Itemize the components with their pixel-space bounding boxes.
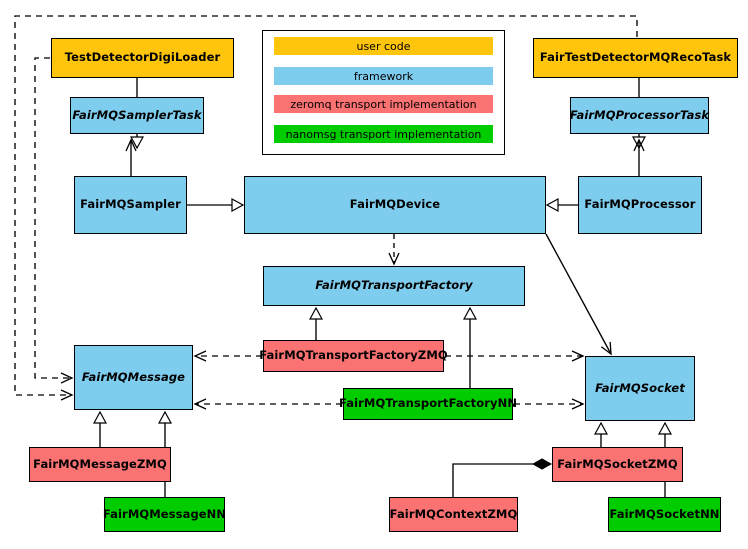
class-label: FairMQSocketZMQ — [557, 456, 678, 471]
class-node-fairmqtransportfactoryzmq[interactable]: FairMQTransportFactoryZMQ — [259, 340, 448, 372]
class-label: FairMQMessage — [81, 369, 186, 384]
edge-digiloader-message — [34, 57, 74, 384]
legend-label-nanomsg: nanomsg transport implementation — [285, 127, 482, 141]
legend-item-nanomsg: nanomsg transport implementation — [274, 125, 493, 143]
class-node-fairmqsocket[interactable]: FairMQSocket — [585, 356, 695, 421]
class-label: FairMQContextZMQ — [389, 506, 518, 521]
class-node-fairmqdevice[interactable]: FairMQDevice — [244, 176, 546, 234]
legend-label-user-code: user code — [356, 39, 411, 53]
class-label: FairMQMessageZMQ — [33, 456, 167, 471]
class-node-fairmqprocessortask[interactable]: FairMQProcessorTask — [570, 97, 709, 134]
class-node-fairmqmessagezmq[interactable]: FairMQMessageZMQ — [29, 447, 171, 482]
class-label: FairMQTransportFactoryNN — [338, 396, 518, 411]
class-node-fairmqsampler[interactable]: FairMQSampler — [74, 176, 187, 234]
edge-recotask-message — [14, 15, 638, 401]
class-node-fairmqmessage[interactable]: FairMQMessage — [74, 345, 193, 410]
class-label: TestDetectorDigiLoader — [64, 50, 221, 65]
class-node-fairmqprocessor[interactable]: FairMQProcessor — [578, 176, 702, 234]
class-node-fairmqcontextzmq[interactable]: FairMQContextZMQ — [389, 497, 518, 532]
class-label: FairMQSocket — [595, 380, 685, 395]
class-label: FairMQSamplerTask — [72, 107, 202, 122]
class-label: FairMQTransportFactory — [315, 278, 473, 293]
class-label: FairMQMessageNN — [102, 506, 227, 521]
class-node-fairmqsocketzmq[interactable]: FairMQSocketZMQ — [552, 447, 683, 482]
class-label: FairMQProcessorTask — [569, 107, 710, 122]
legend-item-user-code: user code — [274, 37, 493, 55]
class-label: FairMQProcessor — [584, 197, 696, 212]
class-label: FairMQSampler — [80, 197, 181, 212]
class-label: FairMQDevice — [349, 197, 441, 212]
legend-label-zeromq: zeromq transport implementation — [290, 97, 477, 111]
class-label: FairMQSocketNN — [609, 506, 720, 521]
legend-item-zeromq: zeromq transport implementation — [274, 95, 493, 113]
class-node-fairmqtransportfactory[interactable]: FairMQTransportFactory — [263, 266, 525, 306]
class-node-fairmqmessagenn[interactable]: FairMQMessageNN — [102, 497, 227, 532]
class-node-testdetectordigiloader[interactable]: TestDetectorDigiLoader — [51, 38, 234, 78]
class-node-fairmqsamplertask[interactable]: FairMQSamplerTask — [70, 97, 204, 134]
class-label: FairTestDetectorMQRecoTask — [539, 50, 732, 65]
class-node-fairmqtransportfactorynn[interactable]: FairMQTransportFactoryNN — [339, 388, 517, 420]
class-node-fairtestdetectormqrecotask[interactable]: FairTestDetectorMQRecoTask — [533, 38, 738, 78]
edge-device-socket — [545, 233, 612, 356]
legend-label-framework: framework — [353, 69, 414, 83]
edge-contextzmq-socketzmq — [452, 464, 551, 497]
class-label: FairMQTransportFactoryZMQ — [259, 348, 448, 363]
class-node-fairmqsocketnn[interactable]: FairMQSocketNN — [608, 497, 721, 532]
legend-item-framework: framework — [274, 67, 493, 85]
